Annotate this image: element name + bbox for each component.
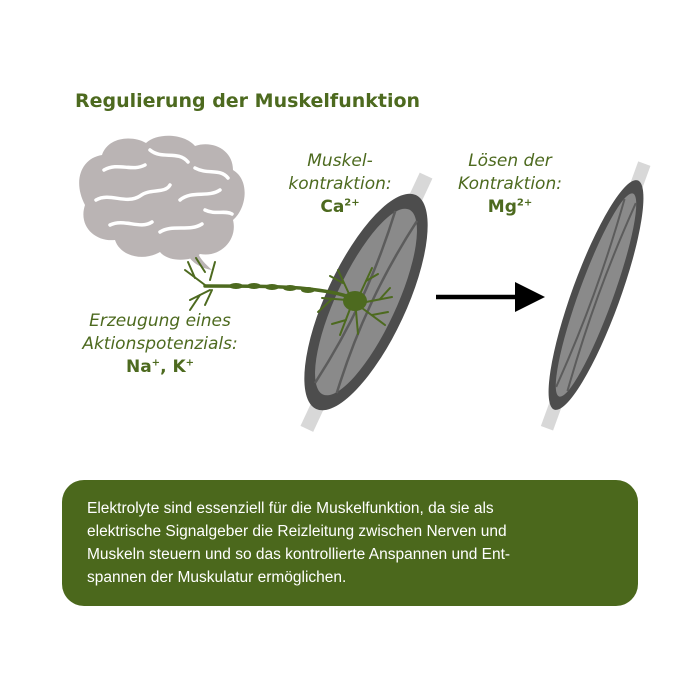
ion-symbol-potassium: K bbox=[172, 357, 186, 377]
ion-symbol-sodium: Na bbox=[125, 357, 152, 377]
label-action-ions: Na+, K+ bbox=[50, 356, 270, 379]
label-release-contraction: Lösen der Kontraktion: Mg2+ bbox=[440, 150, 580, 219]
info-text: Elektrolyte sind essenziell für die Musk… bbox=[87, 497, 616, 589]
info-box: Elektrolyte sind essenziell für die Musk… bbox=[62, 480, 638, 606]
info-line: spannen der Muskulatur ermöglichen. bbox=[87, 569, 347, 586]
ion-charge: 2+ bbox=[344, 197, 360, 209]
ion-symbol: Ca bbox=[320, 197, 345, 217]
page-title: Regulierung der Muskelfunktion bbox=[75, 90, 421, 112]
label-contraction-line2: kontraktion: bbox=[288, 174, 392, 194]
label-release-line1: Lösen der bbox=[468, 151, 552, 171]
info-line: Elektrolyte sind essenziell für die Musk… bbox=[87, 500, 494, 517]
info-line: Muskeln steuern und so das kontrollierte… bbox=[87, 546, 511, 563]
diagram-illustration bbox=[79, 135, 651, 432]
arrow-right-icon bbox=[436, 282, 545, 312]
label-muscle-contraction: Muskel- kontraktion: Ca2+ bbox=[275, 150, 405, 219]
label-release-line2: Kontraktion: bbox=[458, 174, 562, 194]
neuron-icon bbox=[184, 257, 393, 336]
label-contraction-line1: Muskel- bbox=[307, 151, 373, 171]
relaxed-muscle-icon bbox=[540, 161, 651, 431]
ion-charge: 2+ bbox=[516, 197, 533, 209]
label-action-line2: Aktionspotenzials: bbox=[82, 334, 238, 354]
info-line: elektrische Signalgeber die Reizleitung … bbox=[87, 523, 507, 540]
label-action-line1: Erzeugung eines bbox=[89, 311, 231, 331]
label-contraction-ion: Ca2+ bbox=[275, 196, 405, 219]
ion-charge-sodium: + bbox=[151, 357, 161, 369]
label-action-potential: Erzeugung eines Aktionspotenzials: Na+, … bbox=[50, 310, 270, 379]
label-release-ion: Mg2+ bbox=[440, 196, 580, 219]
ion-symbol: Mg bbox=[487, 197, 517, 217]
ion-separator: , bbox=[160, 357, 173, 377]
brain-icon bbox=[79, 135, 245, 270]
ion-charge-potassium: + bbox=[185, 357, 195, 369]
